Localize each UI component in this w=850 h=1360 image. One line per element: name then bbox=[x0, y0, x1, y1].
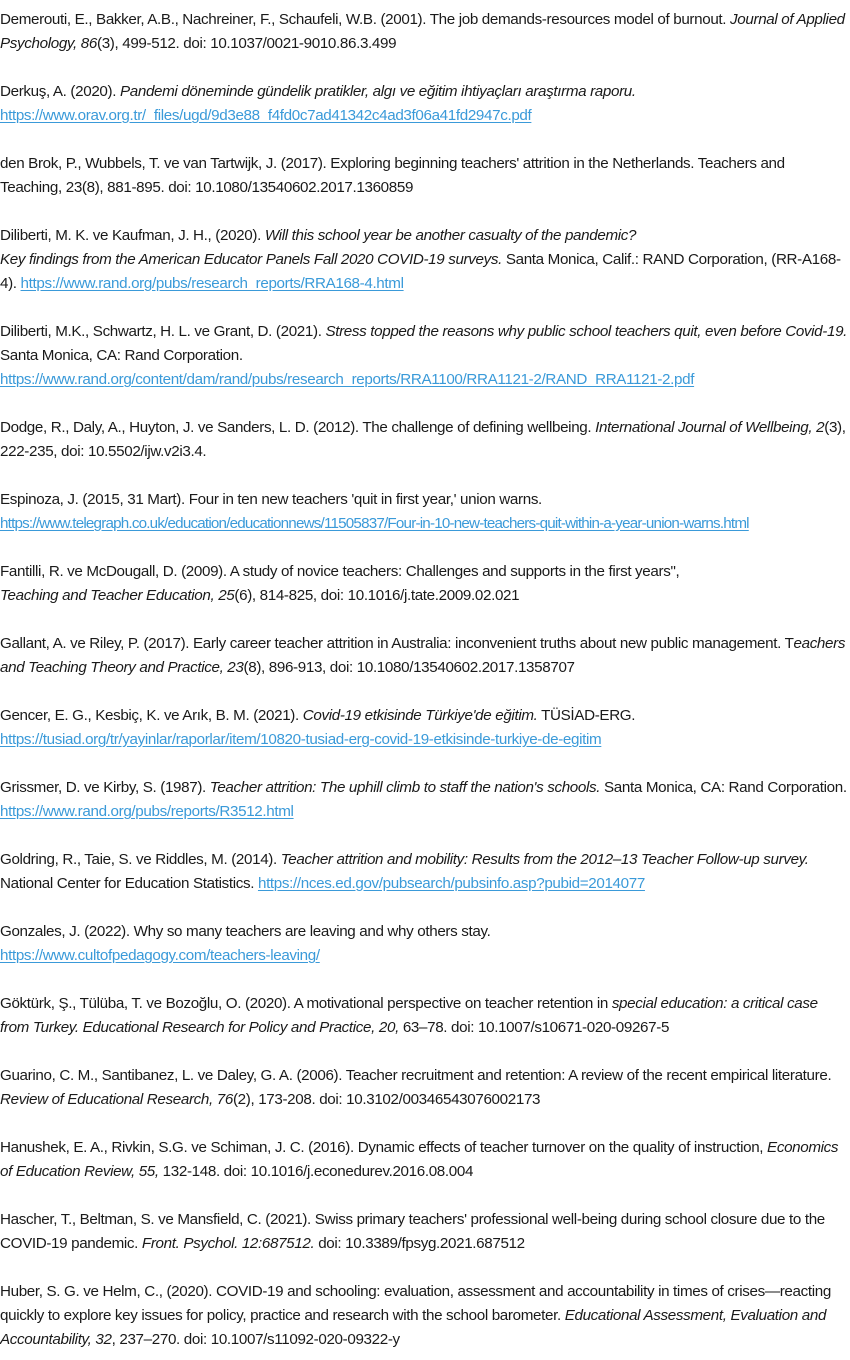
reference-dodge-2012: Dodge, R., Daly, A., Huyton, J. ve Sande… bbox=[0, 416, 850, 464]
reference-text: Hanushek, E. A., Rivkin, S.G. ve Schiman… bbox=[0, 1139, 768, 1156]
reference-text: Santa Monica, Calif.: RAND Corporation, … bbox=[0, 251, 841, 292]
journal-title: Review of Educational Research, 76 bbox=[0, 1091, 233, 1108]
reference-text: , 237–270. doi: 10.1007/s11092-020-09322… bbox=[111, 1331, 401, 1348]
journal-title: Front. Psychol. 12:687512. bbox=[141, 1235, 315, 1252]
reference-gokturk-2020: Göktürk, Ş., Tülüba, T. ve Bozoğlu, O. (… bbox=[0, 992, 850, 1040]
reference-gencer-2021: Gencer, E. G., Kesbiç, K. ve Arık, B. M.… bbox=[0, 704, 850, 752]
reference-text: Fantilli, R. ve McDougall, D. (2009). A … bbox=[0, 563, 680, 580]
reference-text: Hascher, T., Beltman, S. ve Mansfield, C… bbox=[0, 1211, 825, 1252]
reference-text: Guarino, C. M., Santibanez, L. ve Daley,… bbox=[0, 1067, 832, 1084]
reference-text: Demerouti, E., Bakker, A.B., Nachreiner,… bbox=[0, 11, 731, 28]
reference-link[interactable]: https://www.telegraph.co.uk/education/ed… bbox=[0, 515, 750, 532]
journal-title: eachers and Teaching Theory and Practice… bbox=[0, 635, 846, 676]
reference-text: 132-148. doi: 10.1016/j.econedurev.2016.… bbox=[158, 1163, 474, 1180]
reference-link[interactable]: https://www.rand.org/pubs/research_repor… bbox=[20, 275, 404, 292]
journal-title: Economics of Education Review, 55, bbox=[0, 1139, 839, 1180]
reference-fantilli-2009: Fantilli, R. ve McDougall, D. (2009). A … bbox=[0, 560, 850, 608]
reference-text: (2), 173-208. doi: 10.3102/0034654307600… bbox=[232, 1091, 541, 1108]
reference-text: Huber, S. G. ve Helm, C., (2020). COVID-… bbox=[0, 1283, 831, 1324]
report-title: Pandemi döneminde gündelik pratikler, al… bbox=[119, 83, 636, 100]
reference-text: Goldring, R., Taie, S. ve Riddles, M. (2… bbox=[0, 851, 281, 868]
reference-grissmer-1987: Grissmer, D. ve Kirby, S. (1987). Teache… bbox=[0, 776, 850, 824]
reference-text: Diliberti, M.K., Schwartz, H. L. ve Gran… bbox=[0, 323, 326, 340]
reference-text: Diliberti, M. K. ve Kaufman, J. H., (202… bbox=[0, 227, 265, 244]
reference-text: den Brok, P., Wubbels, T. ve van Tartwij… bbox=[0, 155, 785, 196]
reference-link[interactable]: https://www.rand.org/content/dam/rand/pu… bbox=[0, 371, 695, 388]
reference-text: Santa Monica, CA: Rand Corporation. bbox=[0, 347, 243, 364]
reference-derkus-2020: Derkuş, A. (2020). Pandemi döneminde gün… bbox=[0, 80, 850, 128]
report-title: Teacher attrition: The uphill climb to s… bbox=[209, 779, 601, 796]
reference-text: doi: 10.3389/fpsyg.2021.687512 bbox=[314, 1235, 525, 1252]
reference-text: Dodge, R., Daly, A., Huyton, J. ve Sande… bbox=[0, 419, 596, 436]
reference-denbrok-2017: den Brok, P., Wubbels, T. ve van Tartwij… bbox=[0, 152, 850, 200]
reference-guarino-2006: Guarino, C. M., Santibanez, L. ve Daley,… bbox=[0, 1064, 850, 1112]
journal-title: Journal of Applied Psychology, 86 bbox=[0, 11, 845, 52]
reference-text: Grissmer, D. ve Kirby, S. (1987). bbox=[0, 779, 210, 796]
reference-diliberti-2021: Diliberti, M.K., Schwartz, H. L. ve Gran… bbox=[0, 320, 850, 392]
reference-text: TÜSİAD-ERG. bbox=[537, 707, 636, 724]
reference-link[interactable]: https://tusiad.org/tr/yayinlar/raporlar/… bbox=[0, 731, 602, 748]
reference-link[interactable]: https://nces.ed.gov/pubsearch/pubsinfo.a… bbox=[257, 875, 645, 892]
reference-hascher-2021: Hascher, T., Beltman, S. ve Mansfield, C… bbox=[0, 1208, 850, 1256]
reference-text: (3), 499-512. doi: 10.1037/0021-9010.86.… bbox=[96, 35, 397, 52]
reference-text: (8), 896-913, doi: 10.1080/13540602.2017… bbox=[243, 659, 575, 676]
reference-link[interactable]: https://www.rand.org/pubs/reports/R3512.… bbox=[0, 803, 294, 820]
reference-text: (6), 814-825, doi: 10.1016/j.tate.2009.0… bbox=[234, 587, 520, 604]
reference-text: Espinoza, J. (2015, 31 Mart). Four in te… bbox=[0, 491, 542, 508]
reference-gallant-2017: Gallant, A. ve Riley, P. (2017). Early c… bbox=[0, 632, 850, 680]
reference-link[interactable]: https://www.orav.org.tr/_files/ugd/9d3e8… bbox=[0, 107, 532, 124]
reference-text: National Center for Education Statistics… bbox=[0, 875, 258, 892]
reference-text: Gonzales, J. (2022). Why so many teacher… bbox=[0, 923, 491, 940]
reference-text: Göktürk, Ş., Tülüba, T. ve Bozoğlu, O. (… bbox=[0, 995, 612, 1012]
reference-text: Gallant, A. ve Riley, P. (2017). Early c… bbox=[0, 635, 794, 652]
reference-huber-2020: Huber, S. G. ve Helm, C., (2020). COVID-… bbox=[0, 1280, 850, 1352]
journal-title: special education: a critical case from … bbox=[0, 995, 818, 1036]
reference-text: (3), 222-235, doi: 10.5502/ijw.v2i3.4. bbox=[0, 419, 846, 460]
journal-title: Educational Assessment, Evaluation and A… bbox=[0, 1307, 827, 1348]
reference-diliberti-kaufman-2020: Diliberti, M. K. ve Kaufman, J. H., (202… bbox=[0, 224, 850, 296]
journal-title: Teaching and Teacher Education, 25 bbox=[0, 587, 235, 604]
reference-goldring-2014: Goldring, R., Taie, S. ve Riddles, M. (2… bbox=[0, 848, 850, 896]
reference-espinoza-2015: Espinoza, J. (2015, 31 Mart). Four in te… bbox=[0, 488, 850, 536]
reference-text: 63–78. doi: 10.1007/s10671-020-09267-5 bbox=[398, 1019, 670, 1036]
report-subtitle: Key findings from the American Educator … bbox=[0, 251, 502, 268]
reference-hanushek-2016: Hanushek, E. A., Rivkin, S.G. ve Schiman… bbox=[0, 1136, 850, 1184]
report-title: Stress topped the reasons why public sch… bbox=[325, 323, 848, 340]
report-title: Covid-19 etkisinde Türkiye'de eğitim. bbox=[302, 707, 538, 724]
reference-text: Derkuş, A. (2020). bbox=[0, 83, 120, 100]
journal-title: International Journal of Wellbeing, 2 bbox=[595, 419, 825, 436]
report-title: Teacher attrition and mobility: Results … bbox=[280, 851, 809, 868]
reference-text: Santa Monica, CA: Rand Corporation. bbox=[600, 779, 847, 796]
reference-demerouti-2001: Demerouti, E., Bakker, A.B., Nachreiner,… bbox=[0, 8, 850, 56]
reference-gonzales-2022: Gonzales, J. (2022). Why so many teacher… bbox=[0, 920, 850, 968]
report-title: Will this school year be another casualt… bbox=[264, 227, 637, 244]
reference-text: Gencer, E. G., Kesbiç, K. ve Arık, B. M.… bbox=[0, 707, 303, 724]
reference-link[interactable]: https://www.cultofpedagogy.com/teachers-… bbox=[0, 947, 320, 964]
